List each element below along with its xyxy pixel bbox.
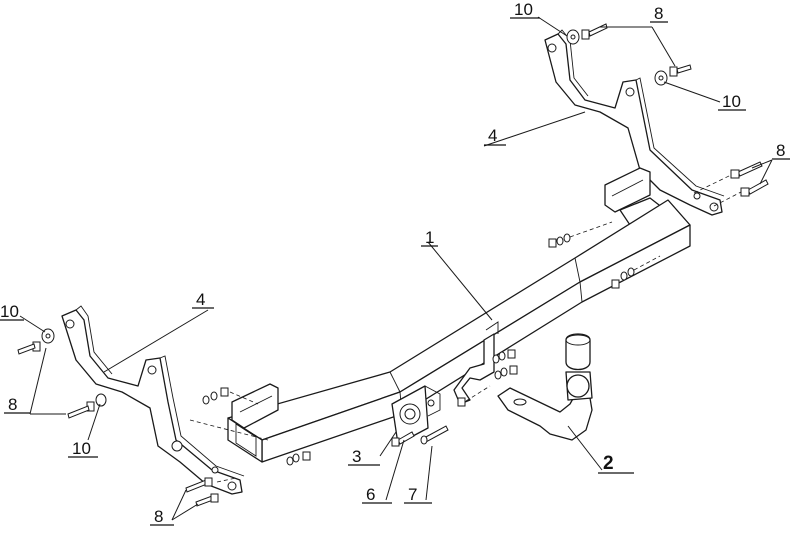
left-side-bracket (61, 305, 245, 495)
callout-10-top: 10 (514, 0, 533, 19)
callout-2: 2 (603, 453, 614, 474)
callout-8-top-right: 8 (654, 4, 663, 23)
hardware-right-side (548, 161, 769, 289)
hardware-left-bottom (185, 387, 311, 507)
callout-6: 6 (366, 485, 375, 504)
callout-8-right: 8 (776, 141, 785, 160)
callout-8-bottom: 8 (154, 507, 163, 526)
callout-labels: 1 2 3 4 4 6 7 8 8 8 8 10 10 10 10 (0, 0, 790, 526)
callout-3: 3 (352, 447, 361, 466)
leader-lines (19, 16, 773, 521)
socket-plate-bracket (391, 333, 495, 445)
hardware-left-top (17, 328, 107, 419)
callout-4-left: 4 (196, 290, 205, 309)
main-crossbar (227, 199, 691, 463)
callout-10-left-bottom: 10 (72, 439, 91, 458)
callout-7: 7 (408, 485, 417, 504)
hardware-center (391, 349, 518, 447)
callout-10-right: 10 (722, 92, 741, 111)
callout-1: 1 (425, 228, 434, 247)
left-inner-bracket (231, 383, 279, 429)
callout-10-left-top: 10 (0, 302, 19, 321)
callout-8-left: 8 (8, 395, 17, 414)
callout-4-right: 4 (488, 126, 497, 145)
hardware-top-right (566, 23, 692, 86)
